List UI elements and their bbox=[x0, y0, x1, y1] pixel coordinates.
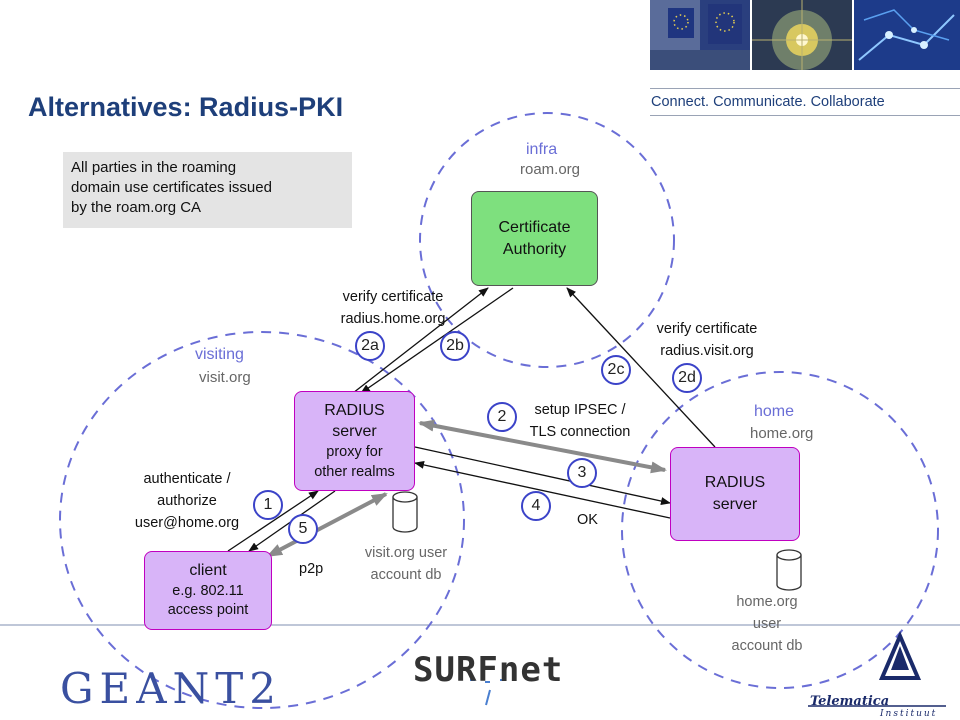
zone-home-domain: home.org bbox=[750, 425, 814, 442]
surfnet-logo: SURFnet bbox=[413, 650, 564, 690]
note-line: domain use certificates issued bbox=[71, 179, 272, 196]
info-note: All parties in the roaming domain use ce… bbox=[63, 152, 352, 228]
note-line: All parties in the roaming bbox=[71, 159, 237, 176]
verify-home-line: verify certificate bbox=[342, 289, 444, 305]
zone-home-circle bbox=[621, 371, 939, 689]
radius-visit-line: other realms bbox=[314, 463, 395, 480]
arrow-2c bbox=[566, 287, 716, 448]
step-badge: 3 bbox=[567, 458, 597, 488]
visit-db-label-line: visit.org user bbox=[364, 545, 448, 561]
radius-visit-line: server bbox=[332, 423, 377, 441]
zone-visiting-label: visiting bbox=[195, 346, 244, 363]
verify-home-label: verify certificate radius.home.org bbox=[318, 286, 468, 330]
visit-db-label: visit.org user account db bbox=[352, 542, 460, 586]
instituut-logo: Instituut bbox=[880, 709, 938, 719]
home-db-label-line: account db bbox=[731, 638, 803, 654]
zone-home-label: home bbox=[754, 403, 795, 420]
header-photo-circuit bbox=[854, 0, 960, 70]
ipsec-line: setup IPSEC / bbox=[534, 402, 626, 418]
client-line: e.g. 802.11 bbox=[172, 582, 244, 599]
ca-line: Certificate bbox=[498, 218, 571, 236]
radius-visit-line: RADIUS bbox=[324, 401, 385, 419]
zone-visiting-domain: visit.org bbox=[199, 369, 251, 386]
ok-label: OK bbox=[577, 512, 598, 528]
radius-home-line: RADIUS bbox=[704, 474, 766, 492]
verify-visit-line: verify certificate bbox=[656, 321, 758, 337]
step-badge: 2 bbox=[487, 402, 517, 432]
certificate-authority-node: Certificate Authority bbox=[471, 191, 598, 286]
client-line: client bbox=[189, 562, 227, 580]
geant2-logo: GEANT2 bbox=[60, 664, 283, 713]
home-db-label-line: user bbox=[752, 616, 782, 632]
tagline: Connect. Communicate. Collaborate bbox=[651, 94, 885, 110]
zone-infra-label: infra bbox=[526, 141, 558, 158]
telematica-logo-icon bbox=[808, 630, 946, 707]
verify-visit-label: verify certificate radius.visit.org bbox=[632, 318, 782, 362]
note-line: by the roam.org CA bbox=[71, 199, 202, 216]
header-photo-light bbox=[752, 0, 852, 70]
radius-home-node: RADIUS server bbox=[670, 447, 800, 541]
step-badge: 2a bbox=[355, 331, 385, 361]
tagline-rule-top bbox=[650, 88, 960, 89]
telematica-logo: Telematica bbox=[810, 694, 890, 709]
home-db-icon bbox=[776, 549, 802, 591]
header-photo-flags bbox=[650, 0, 750, 70]
surfnet-logo-icon bbox=[470, 679, 505, 706]
step-badge: 4 bbox=[521, 491, 551, 521]
arrow-p2p bbox=[266, 492, 388, 558]
page-title: Alternatives: Radius-PKI bbox=[28, 92, 344, 122]
visit-db-label-line: account db bbox=[370, 567, 442, 583]
zone-infra-domain: roam.org bbox=[520, 161, 581, 178]
step-badge: 2b bbox=[440, 331, 470, 361]
step-badge: 2d bbox=[672, 363, 702, 393]
visit-db-icon bbox=[392, 491, 418, 533]
zone-infra-circle bbox=[419, 112, 675, 368]
home-db-label: home.org user account db bbox=[717, 591, 817, 657]
radius-visit-line: proxy for bbox=[326, 444, 383, 461]
client-line: access point bbox=[167, 602, 249, 619]
step-badge: 5 bbox=[288, 514, 318, 544]
radius-visit-node: RADIUS server proxy for other realms bbox=[294, 391, 415, 491]
home-db-label-line: home.org bbox=[736, 594, 798, 610]
verify-home-line: radius.home.org bbox=[340, 311, 446, 327]
ipsec-label: setup IPSEC / TLS connection bbox=[510, 399, 650, 443]
auth-line: user@home.org bbox=[134, 515, 240, 531]
arrow-2a bbox=[352, 287, 489, 394]
tagline-rule-bottom bbox=[650, 115, 960, 116]
ipsec-line: TLS connection bbox=[529, 424, 631, 440]
client-node: client e.g. 802.11 access point bbox=[144, 551, 272, 630]
radius-home-line: server bbox=[712, 496, 758, 513]
auth-label: authenticate / authorize user@home.org bbox=[112, 468, 262, 534]
step-badge: 2c bbox=[601, 355, 631, 385]
auth-line: authorize bbox=[157, 493, 217, 509]
step-badge: 1 bbox=[253, 490, 283, 520]
ca-line: Authority bbox=[502, 240, 567, 258]
auth-line: authenticate / bbox=[143, 471, 231, 487]
zone-visiting-circle bbox=[59, 331, 465, 709]
verify-visit-line: radius.visit.org bbox=[660, 343, 754, 359]
p2p-label: p2p bbox=[299, 561, 324, 577]
arrow-ipsec-tls bbox=[418, 419, 667, 474]
arrow-2b bbox=[360, 287, 514, 394]
